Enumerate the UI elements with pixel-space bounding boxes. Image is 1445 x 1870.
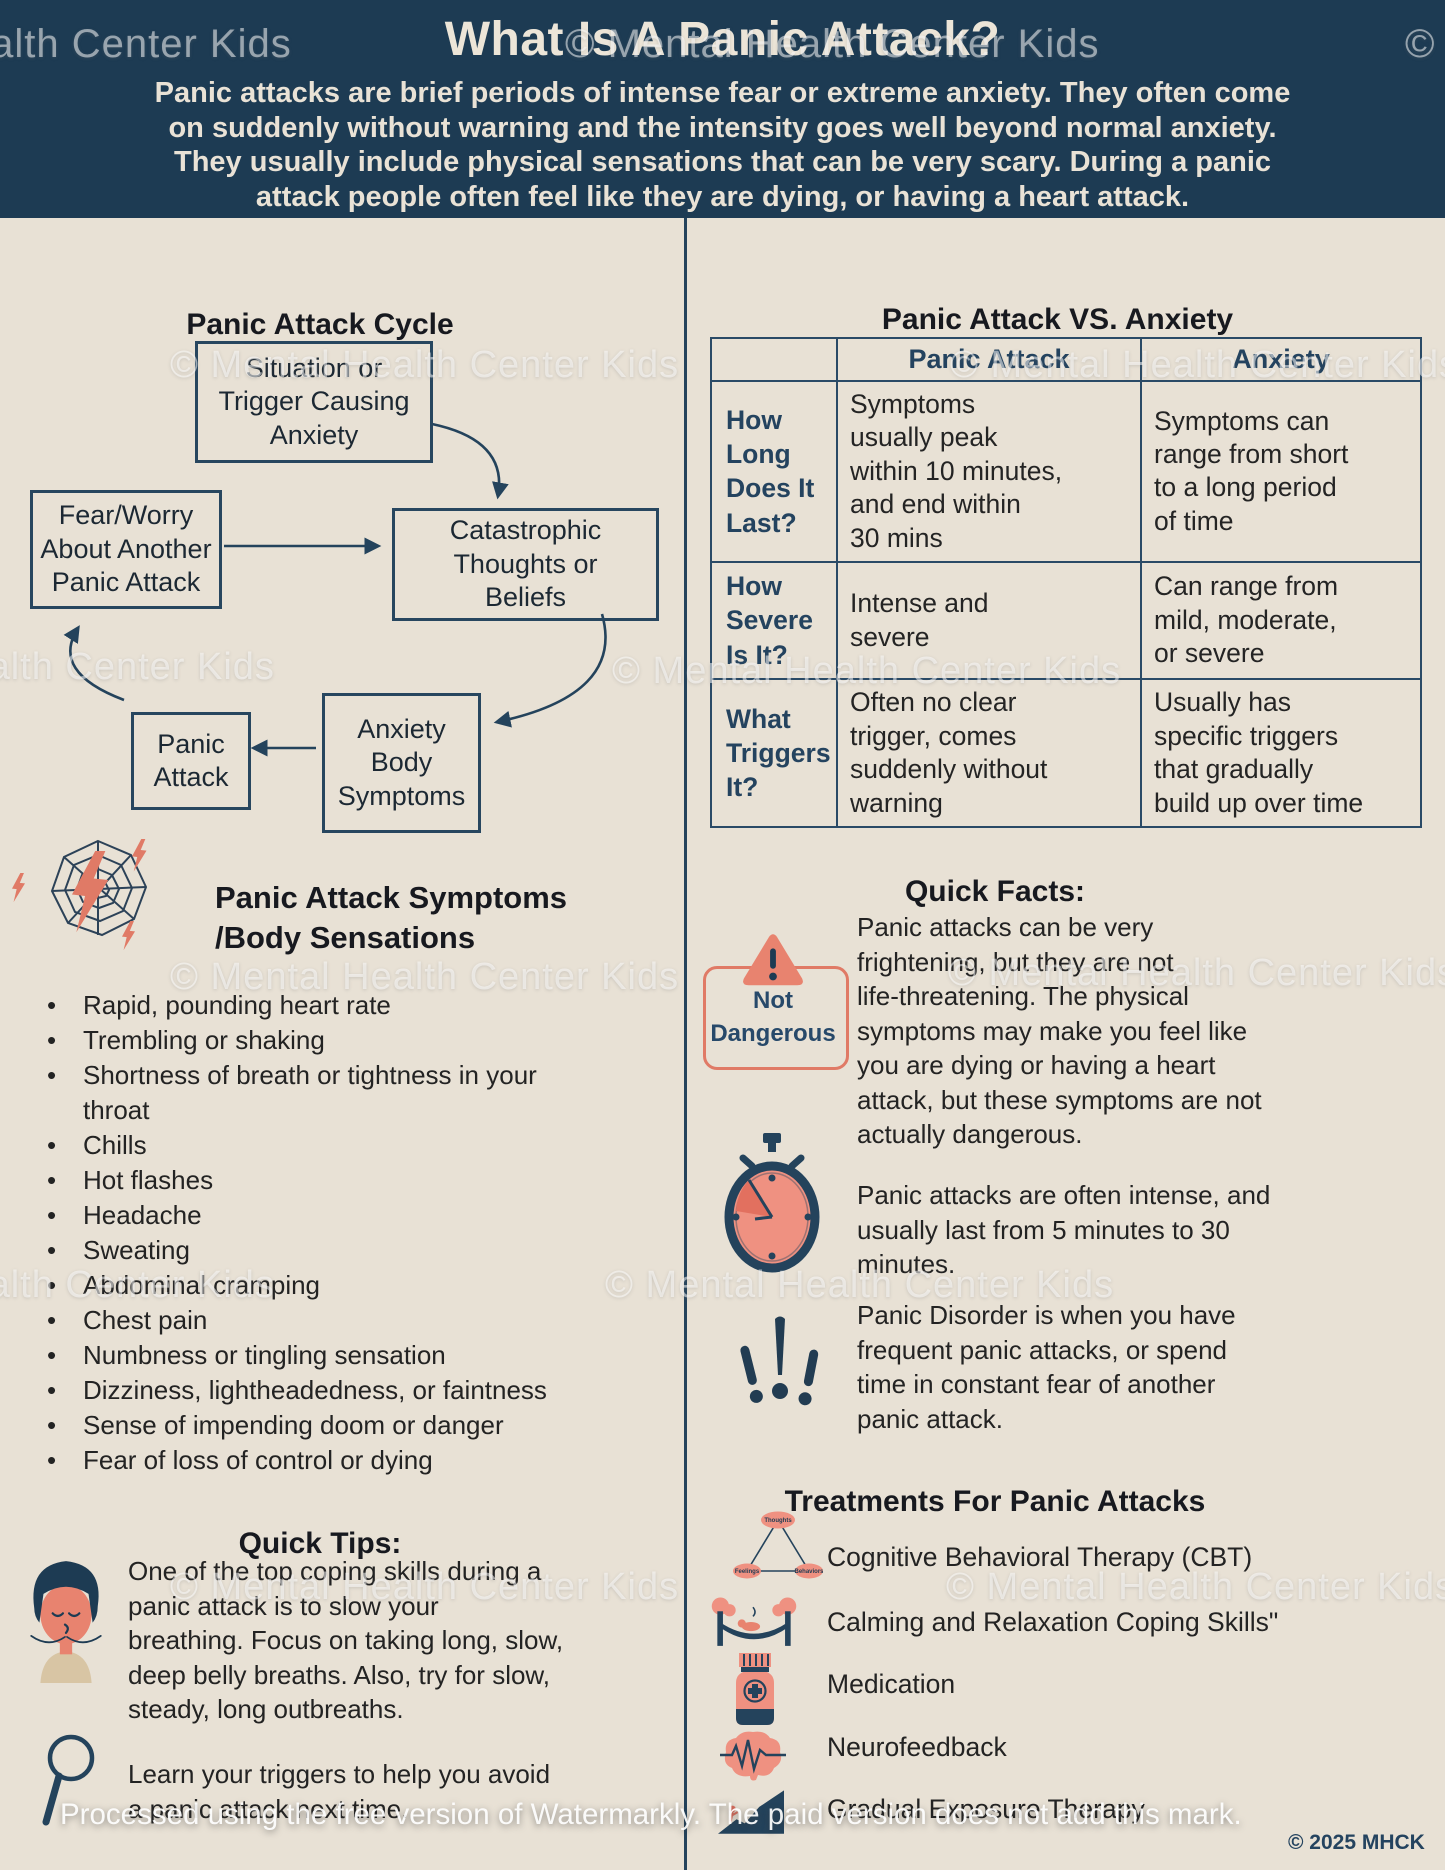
list-item: Hot flashes bbox=[45, 1163, 590, 1198]
cbt-label-behaviors: Behaviors bbox=[794, 1569, 823, 1575]
cycle-box-fear: Fear/Worry About Another Panic Attack bbox=[30, 490, 222, 609]
col-header-panic-attack: Panic Attack bbox=[836, 337, 1142, 382]
quick-tips-title: Quick Tips: bbox=[238, 1526, 402, 1560]
cell-anxiety: Symptoms can range from short to a long … bbox=[1140, 380, 1422, 563]
treatment-item: Cognitive Behavioral Therapy (CBT) bbox=[827, 1542, 1253, 1572]
neurofeedback-brain-icon bbox=[720, 1731, 786, 1781]
cycle-box-situation: Situation or Trigger Causing Anxiety bbox=[195, 341, 433, 463]
list-item: Sense of impending doom or danger bbox=[45, 1408, 590, 1443]
cycle-box-anxiety-body: Anxiety Body Symptoms bbox=[322, 693, 481, 833]
column-divider bbox=[684, 218, 687, 1870]
table-row: How Long Does It Last? Symptoms usually … bbox=[710, 380, 1422, 563]
list-item: Trembling or shaking bbox=[45, 1023, 590, 1058]
cell-anxiety: Can range from mild, moderate, or severe bbox=[1140, 560, 1422, 681]
header: What Is A Panic Attack? Panic attacks ar… bbox=[0, 0, 1445, 218]
fact-text: Panic attacks can be very frightening, b… bbox=[857, 912, 1262, 1149]
quick-facts-title: Quick Facts: bbox=[904, 874, 1086, 908]
list-item: Dizziness, lightheadedness, or faintness bbox=[45, 1373, 590, 1408]
list-item: Shortness of breath or tightness in your… bbox=[45, 1058, 590, 1128]
cycle-box-catastrophic: Catastrophic Thoughts or Beliefs bbox=[392, 508, 659, 621]
list-item: Numbness or tingling sensation bbox=[45, 1338, 590, 1373]
tip-text: One of the top coping skills during a pa… bbox=[128, 1556, 564, 1724]
cbt-triangle-icon: Thoughts Feelings Behaviors bbox=[733, 1511, 823, 1579]
table-row: How Severe Is It? Intense and severe Can… bbox=[710, 560, 1422, 681]
spiderweb-icon bbox=[12, 839, 148, 951]
cycle-box-panic-attack: Panic Attack bbox=[131, 712, 251, 810]
treatment-item: Medication bbox=[827, 1669, 956, 1699]
treatment-item: Neurofeedback bbox=[827, 1732, 1007, 1762]
table-header-row: Panic Attack Anxiety bbox=[710, 337, 1422, 382]
relaxation-hammock-icon bbox=[711, 1597, 797, 1646]
table-row: What Triggers It? Often no clear trigger… bbox=[710, 678, 1422, 829]
arrow-panic-to-fear bbox=[63, 625, 125, 702]
list-item: Chills bbox=[45, 1128, 590, 1163]
list-item: Abdominal cramping bbox=[45, 1268, 590, 1303]
cell-panic: Often no clear trigger, comes suddenly w… bbox=[836, 678, 1142, 829]
list-item: Sweating bbox=[45, 1233, 590, 1268]
warning-triangle-icon bbox=[743, 934, 803, 986]
cell-panic: Intense and severe bbox=[836, 560, 1142, 681]
cbt-label-feelings: Feelings bbox=[735, 1569, 760, 1575]
row-label: How Long Does It Last? bbox=[710, 380, 838, 563]
stopwatch-icon bbox=[724, 1133, 820, 1273]
comparison-table: Panic Attack Anxiety How Long Does It La… bbox=[710, 337, 1422, 829]
fact-text: Panic attacks are often intense, and usu… bbox=[857, 1180, 1271, 1279]
medication-bottle-icon bbox=[736, 1653, 774, 1725]
treatment-item: Calming and Relaxation Coping Skills" bbox=[827, 1607, 1279, 1637]
vs-title: Panic Attack VS. Anxiety bbox=[881, 302, 1234, 336]
intro-text: Panic attacks are brief periods of inten… bbox=[154, 77, 1291, 213]
arrow-catastrophic-to-anxiety bbox=[493, 613, 607, 728]
not-dangerous-label: Not Dangerous bbox=[710, 987, 836, 1047]
list-item: Headache bbox=[45, 1198, 590, 1233]
magnifier-icon bbox=[42, 1734, 95, 1826]
exposure-mountain-icon bbox=[718, 1790, 784, 1834]
col-header-anxiety: Anxiety bbox=[1140, 337, 1422, 382]
treatment-item: Gradual Exposure Therapy bbox=[827, 1794, 1145, 1824]
list-item: Rapid, pounding heart rate bbox=[45, 988, 590, 1023]
treatments-title: Treatments For Panic Attacks bbox=[784, 1484, 1206, 1518]
cbt-label-thoughts: Thoughts bbox=[764, 1518, 792, 1524]
cycle-title: Panic Attack Cycle bbox=[186, 307, 454, 341]
exclamation-icon bbox=[740, 1316, 819, 1406]
corner-cell bbox=[710, 337, 838, 382]
symptoms-list: Rapid, pounding heart rate Trembling or … bbox=[45, 988, 590, 1478]
breathing-face-icon bbox=[30, 1561, 102, 1683]
row-label: What Triggers It? bbox=[710, 678, 838, 829]
row-label: How Severe Is It? bbox=[710, 560, 838, 681]
cycle-arrows bbox=[63, 422, 607, 757]
symptoms-title: Panic Attack Symptoms /Body Sensations bbox=[215, 879, 568, 955]
page-title: What Is A Panic Attack? bbox=[444, 13, 1001, 66]
cell-panic: Symptoms usually peak within 10 minutes,… bbox=[836, 380, 1142, 563]
arrow-situation-to-catastrophic bbox=[431, 422, 509, 500]
list-item: Fear of loss of control or dying bbox=[45, 1443, 590, 1478]
tip-text: Learn your triggers to help you avoid a … bbox=[128, 1759, 551, 1824]
cell-anxiety: Usually has specific triggers that gradu… bbox=[1140, 678, 1422, 829]
list-item: Chest pain bbox=[45, 1303, 590, 1338]
copyright-mhck: © 2025 MHCK bbox=[1288, 1831, 1425, 1854]
fact-text: Panic Disorder is when you have frequent… bbox=[857, 1300, 1236, 1434]
